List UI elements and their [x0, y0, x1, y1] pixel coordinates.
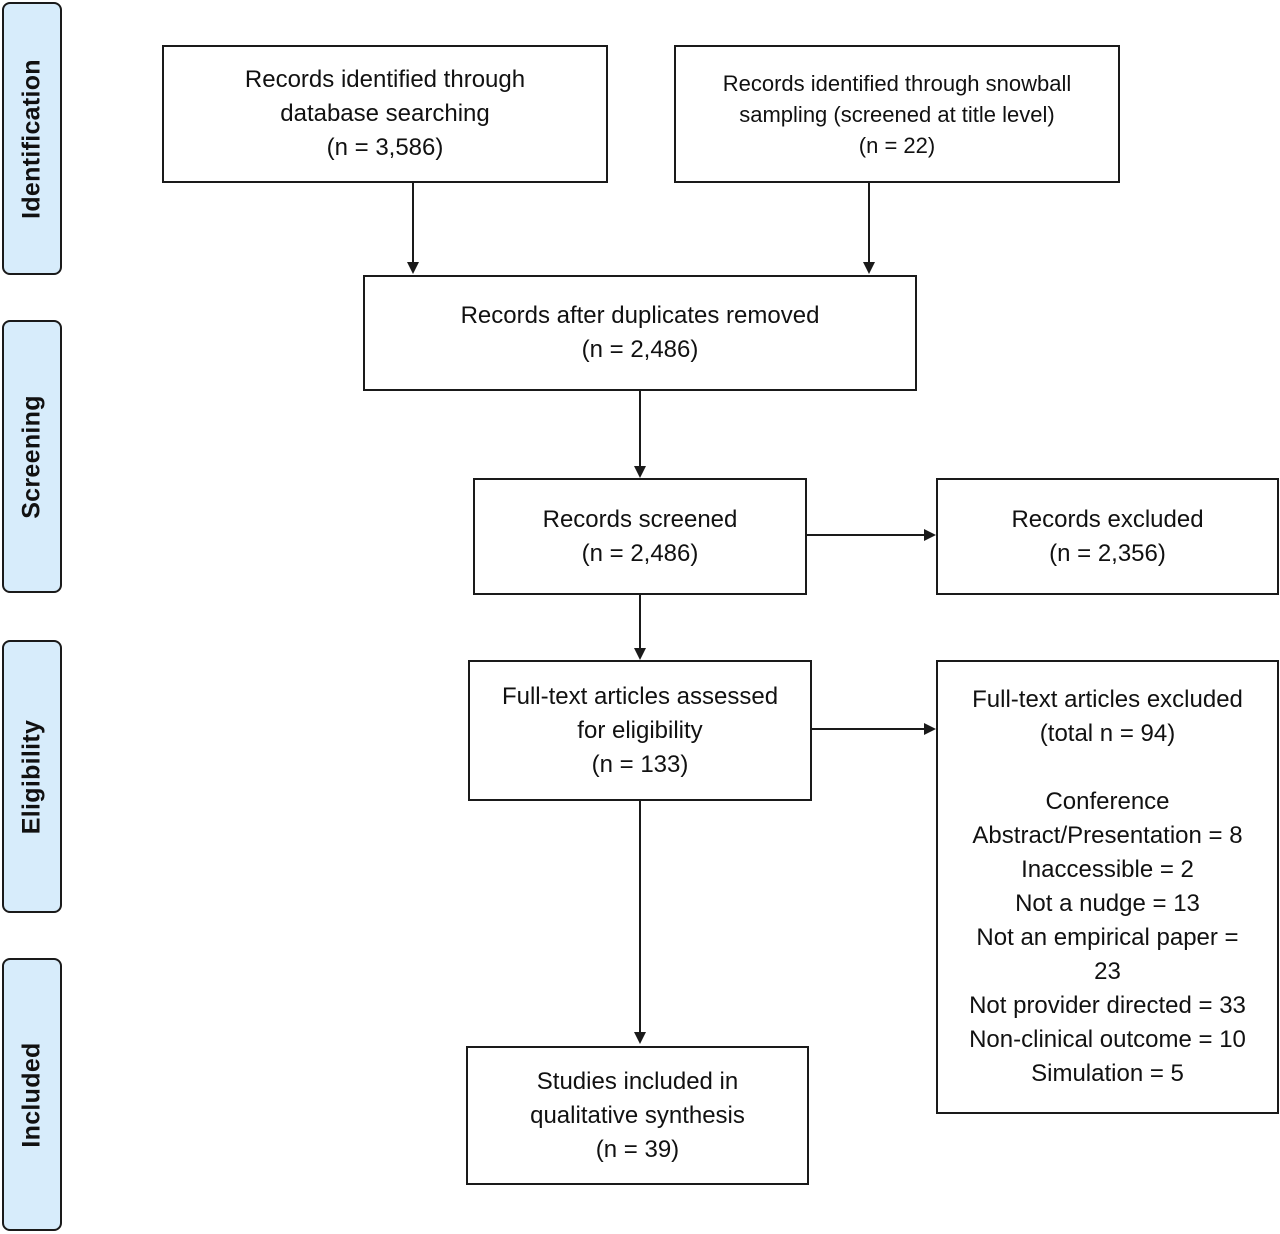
phase-eligibility: Eligibility [2, 640, 62, 913]
box-text: Records identified through [244, 66, 526, 93]
exclusion-reason: Not a nudge = 13 [1015, 890, 1200, 917]
exclusion-reason: Conference [1045, 788, 1170, 815]
box-count: (n = 2,486) [581, 336, 699, 363]
box-text: Records after duplicates removed [460, 302, 820, 329]
phase-identification: Identification [2, 2, 62, 275]
exclusion-reason: 23 [1094, 958, 1121, 985]
box-text: Records screened [542, 505, 738, 533]
box-text: sampling (screened at title level) [739, 101, 1055, 127]
box-text: for eligibility [577, 716, 703, 744]
phase-screening: Screening [2, 320, 62, 593]
box-text: qualitative synthesis [530, 1101, 745, 1129]
box-text: Full-text articles excluded [972, 686, 1243, 713]
box-text: Records identified through snowball [722, 70, 1072, 96]
exclusion-reason: Abstract/Presentation = 8 [972, 822, 1243, 849]
box-count: (n = 2,486) [581, 539, 699, 567]
box-text: database searching [280, 100, 490, 127]
box-text: Studies included in [536, 1067, 739, 1095]
box-count: (n = 133) [591, 750, 689, 778]
phase-included: Included [2, 958, 62, 1231]
box-database-records: Records identified through database sear… [162, 45, 608, 183]
box-text: Records excluded [1011, 505, 1204, 533]
box-count: (total n = 94) [1039, 720, 1176, 747]
box-count: (n = 2,356) [1049, 539, 1166, 567]
exclusion-reason: Inaccessible = 2 [1021, 856, 1194, 883]
exclusion-reason: Non-clinical outcome = 10 [969, 1026, 1246, 1053]
box-count: (n = 22) [858, 132, 936, 158]
box-count: (n = 3,586) [326, 134, 444, 161]
box-text: Full-text articles assessed [501, 682, 779, 710]
box-fulltext-assessed: Full-text articles assessed for eligibil… [468, 660, 812, 801]
exclusion-reason: Simulation = 5 [1031, 1060, 1184, 1087]
box-fulltext-excluded: Full-text articles excluded (total n = 9… [936, 660, 1279, 1114]
exclusion-reason: Not an empirical paper = [976, 924, 1239, 951]
box-studies-included: Studies included in qualitative synthesi… [466, 1046, 809, 1185]
box-snowball-records: Records identified through snowball samp… [674, 45, 1120, 183]
box-records-screened: Records screened (n = 2,486) [473, 478, 807, 595]
box-records-excluded: Records excluded (n = 2,356) [936, 478, 1279, 595]
box-duplicates-removed: Records after duplicates removed (n = 2,… [363, 275, 917, 391]
box-count: (n = 39) [595, 1135, 680, 1163]
exclusion-reason: Not provider directed = 33 [969, 992, 1246, 1019]
